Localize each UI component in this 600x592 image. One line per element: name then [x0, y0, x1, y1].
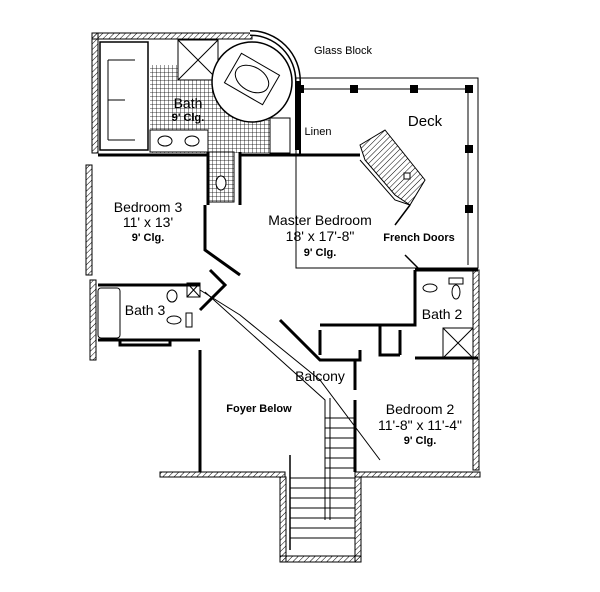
fireplace [359, 129, 426, 206]
wall-left-mid [85, 164, 93, 276]
bath2-name: Bath 2 [421, 306, 463, 322]
linen-callout: Linen [304, 126, 332, 138]
bath2-shower [442, 327, 474, 359]
bedroom2-size: 11'-8" x 11'-4" [377, 417, 463, 433]
balcony-label: Balcony [295, 368, 345, 384]
master-bath-name: Bath [173, 95, 203, 111]
bedroom3-size: 11' x 13' [122, 214, 174, 230]
glass-block-callout: Glass Block [313, 45, 373, 57]
master-bedroom-name: Master Bedroom [268, 212, 372, 228]
stair-wall-right [354, 476, 362, 563]
stairs [289, 417, 355, 550]
bedroom2-ceiling: 9' Clg. [403, 435, 437, 447]
wall-left-upper [91, 32, 99, 154]
master-bedroom-ceiling: 9' Clg. [303, 247, 337, 259]
foyer-below-label: Foyer Below [226, 403, 292, 415]
wc-room [207, 151, 235, 203]
bath3-tub [97, 287, 121, 339]
bedroom2-name: Bedroom 2 [385, 401, 455, 417]
stair-wall-bottom [279, 555, 362, 563]
bedroom3-ceiling: 9' Clg. [131, 232, 165, 244]
master-bedroom-size: 18' x 17'-8" [285, 228, 355, 244]
french-doors-callout: French Doors [383, 232, 455, 244]
bedroom3-name: Bedroom 3 [113, 199, 183, 215]
deck-outline [295, 77, 479, 269]
wall-bottom-right [354, 471, 481, 478]
vanity [149, 129, 209, 153]
wall-top [91, 32, 253, 40]
wall-bottom-left [159, 471, 286, 478]
deck-label: Deck [407, 113, 443, 130]
bath3-name: Bath 3 [124, 302, 166, 318]
deck-posts [296, 85, 473, 213]
closet [99, 41, 149, 151]
wall-right [472, 269, 480, 471]
master-bath-ceiling: 9' Clg. [171, 112, 205, 124]
stair-wall-left [279, 476, 287, 563]
french-doors-swing [394, 204, 421, 271]
wall-left-lower [89, 279, 97, 361]
